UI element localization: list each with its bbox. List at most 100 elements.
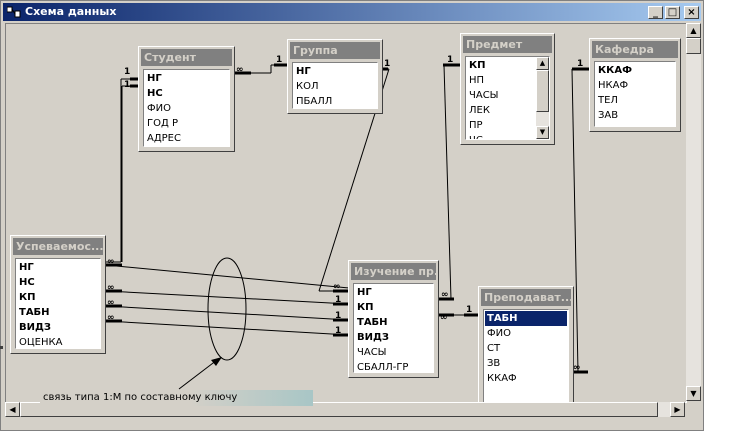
- rel-progress-study-ng: [105, 264, 350, 289]
- vertical-scrollbar[interactable]: ▲ ▼: [686, 23, 701, 401]
- card-many: ∞: [107, 283, 115, 293]
- field-vidz[interactable]: ВИДЗ: [19, 322, 52, 333]
- rel-progress-study-vidz: [105, 320, 350, 336]
- table-title[interactable]: Предмет: [463, 36, 552, 53]
- field-ng[interactable]: НГ: [147, 73, 162, 84]
- field-tel[interactable]: ТЕЛ: [598, 95, 618, 106]
- field-chasy[interactable]: ЧАСЫ: [357, 347, 387, 358]
- field-np[interactable]: НП: [469, 75, 485, 86]
- field-kp[interactable]: КП: [357, 302, 374, 313]
- field-god-r[interactable]: ГОД Р: [147, 118, 178, 129]
- table-title[interactable]: Преподават...: [481, 289, 571, 306]
- scroll-down-icon[interactable]: ▼: [536, 126, 549, 139]
- field-list[interactable]: НГ НС КП ТАБН ВИДЗ ОЦЕНКА: [15, 258, 101, 349]
- field-ng[interactable]: НГ: [357, 287, 372, 298]
- field-ocenka[interactable]: ОЦЕНКА: [19, 337, 63, 348]
- field-chasy[interactable]: ЧАСЫ: [469, 90, 499, 101]
- card-many: ∞: [107, 298, 115, 308]
- diagram-canvas[interactable]: 1 1 ∞ 1 1 ∞ ∞ ∞ ∞ ∞ 1 1 1 1 ∞ ∞ 1 1 ∞: [5, 23, 687, 403]
- field-tabn[interactable]: ТАБН: [485, 311, 567, 326]
- table-title[interactable]: Студент: [141, 49, 232, 66]
- field-st[interactable]: СТ: [487, 343, 501, 354]
- table-title[interactable]: Кафедра: [592, 41, 678, 58]
- field-tabn[interactable]: ТАБН: [19, 307, 50, 318]
- field-fio[interactable]: ФИО: [147, 103, 171, 114]
- field-ng[interactable]: НГ: [296, 66, 311, 77]
- card-many: ∞: [333, 282, 341, 292]
- card-many: ∞: [441, 290, 449, 300]
- table-title[interactable]: Успеваемос...: [13, 238, 103, 255]
- card-one: 1: [124, 67, 130, 77]
- table-study[interactable]: Изучение пр... НГ КП ТАБН ВИДЗ ЧАСЫ СБАЛ…: [348, 260, 439, 378]
- scroll-up-icon[interactable]: ▲: [686, 23, 701, 38]
- field-kkaf[interactable]: ККАФ: [487, 373, 517, 384]
- field-list[interactable]: НГ НС ФИО ГОД Р АДРЕС: [143, 69, 230, 147]
- field-pr[interactable]: ПР: [469, 120, 483, 131]
- close-button[interactable]: ×: [684, 6, 699, 19]
- annotation-arrow: [178, 359, 218, 390]
- field-pball[interactable]: ПБАЛЛ: [296, 96, 333, 107]
- window-title: Схема данных: [25, 5, 117, 18]
- field-chs[interactable]: ЧС: [469, 133, 483, 139]
- card-one: 1: [447, 55, 453, 65]
- table-progress[interactable]: Успеваемос... НГ НС КП ТАБН ВИДЗ ОЦЕНКА: [10, 235, 106, 354]
- table-title[interactable]: Группа: [290, 42, 380, 59]
- relationships-window: Схема данных _ □ ×: [0, 0, 704, 431]
- field-list[interactable]: ККАФ НКАФ ТЕЛ ЗАВ: [594, 61, 676, 127]
- scroll-up-icon[interactable]: ▲: [536, 57, 549, 70]
- table-teacher[interactable]: Преподават... ТАБН ФИО СТ ЗВ ККАФ: [478, 286, 574, 402]
- composite-key-ellipse: [207, 257, 247, 361]
- field-kp[interactable]: КП: [19, 292, 36, 303]
- rel-progress-study-tabn: [105, 305, 350, 321]
- field-kkaf[interactable]: ККАФ: [598, 65, 633, 76]
- maximize-button[interactable]: □: [665, 6, 680, 19]
- field-kol[interactable]: КОЛ: [296, 81, 319, 92]
- card-one: 1: [577, 59, 583, 69]
- card-many: ∞: [107, 313, 115, 323]
- field-adres[interactable]: АДРЕС: [147, 133, 181, 144]
- scroll-thumb[interactable]: [536, 70, 549, 112]
- field-kp[interactable]: КП: [469, 60, 486, 71]
- field-vidz[interactable]: ВИДЗ: [357, 332, 390, 343]
- minimize-button[interactable]: _: [648, 6, 663, 19]
- scroll-down-icon[interactable]: ▼: [686, 386, 701, 401]
- window-titlebar[interactable]: Схема данных _ □ ×: [3, 3, 701, 21]
- edge-marker: [0, 346, 3, 349]
- table-student[interactable]: Студент НГ НС ФИО ГОД Р АДРЕС: [138, 46, 235, 152]
- card-one: 1: [335, 295, 341, 305]
- card-one: 1: [466, 305, 472, 315]
- card-one: 1: [335, 326, 341, 336]
- field-list[interactable]: НГ КОЛ ПБАЛЛ: [292, 62, 378, 109]
- card-many: ∞: [573, 363, 581, 373]
- card-one: 1: [124, 80, 130, 90]
- field-ng[interactable]: НГ: [19, 262, 34, 273]
- field-list[interactable]: КП НП ЧАСЫ ЛЕК ПР ЧС ▲ ▼: [465, 56, 550, 140]
- field-ns[interactable]: НС: [19, 277, 35, 288]
- field-ns[interactable]: НС: [147, 88, 163, 99]
- field-fio[interactable]: ФИО: [487, 328, 511, 339]
- field-list[interactable]: НГ КП ТАБН ВИДЗ ЧАСЫ СБАЛЛ-ГР: [353, 283, 434, 373]
- card-one: 1: [276, 55, 282, 65]
- annotation-note: связь типа 1:М по составному ключу: [40, 390, 313, 406]
- table-department[interactable]: Кафедра ККАФ НКАФ ТЕЛ ЗАВ: [589, 38, 681, 132]
- card-one: 1: [384, 59, 390, 69]
- card-many: ∞: [440, 313, 448, 323]
- card-one: 1: [335, 311, 341, 321]
- card-many: ∞: [236, 65, 244, 75]
- field-lek[interactable]: ЛЕК: [469, 105, 490, 116]
- field-sball-gr[interactable]: СБАЛЛ-ГР: [357, 362, 409, 373]
- table-subject[interactable]: Предмет КП НП ЧАСЫ ЛЕК ПР ЧС ▲ ▼: [460, 33, 555, 145]
- vertical-scroll-thumb[interactable]: [686, 38, 701, 54]
- field-list-scrollbar[interactable]: ▲ ▼: [536, 57, 549, 139]
- rel-progress-study-kp: [105, 290, 350, 305]
- table-group[interactable]: Группа НГ КОЛ ПБАЛЛ: [287, 39, 383, 114]
- field-zv[interactable]: ЗВ: [487, 358, 501, 369]
- field-list[interactable]: ТАБН ФИО СТ ЗВ ККАФ: [483, 309, 569, 402]
- scroll-left-icon[interactable]: ◀: [5, 402, 20, 417]
- scroll-right-icon[interactable]: ▶: [670, 402, 685, 417]
- field-nkaf[interactable]: НКАФ: [598, 80, 629, 91]
- table-title[interactable]: Изучение пр...: [351, 263, 436, 280]
- field-zav[interactable]: ЗАВ: [598, 110, 619, 121]
- card-many: ∞: [107, 257, 115, 267]
- field-tabn[interactable]: ТАБН: [357, 317, 388, 328]
